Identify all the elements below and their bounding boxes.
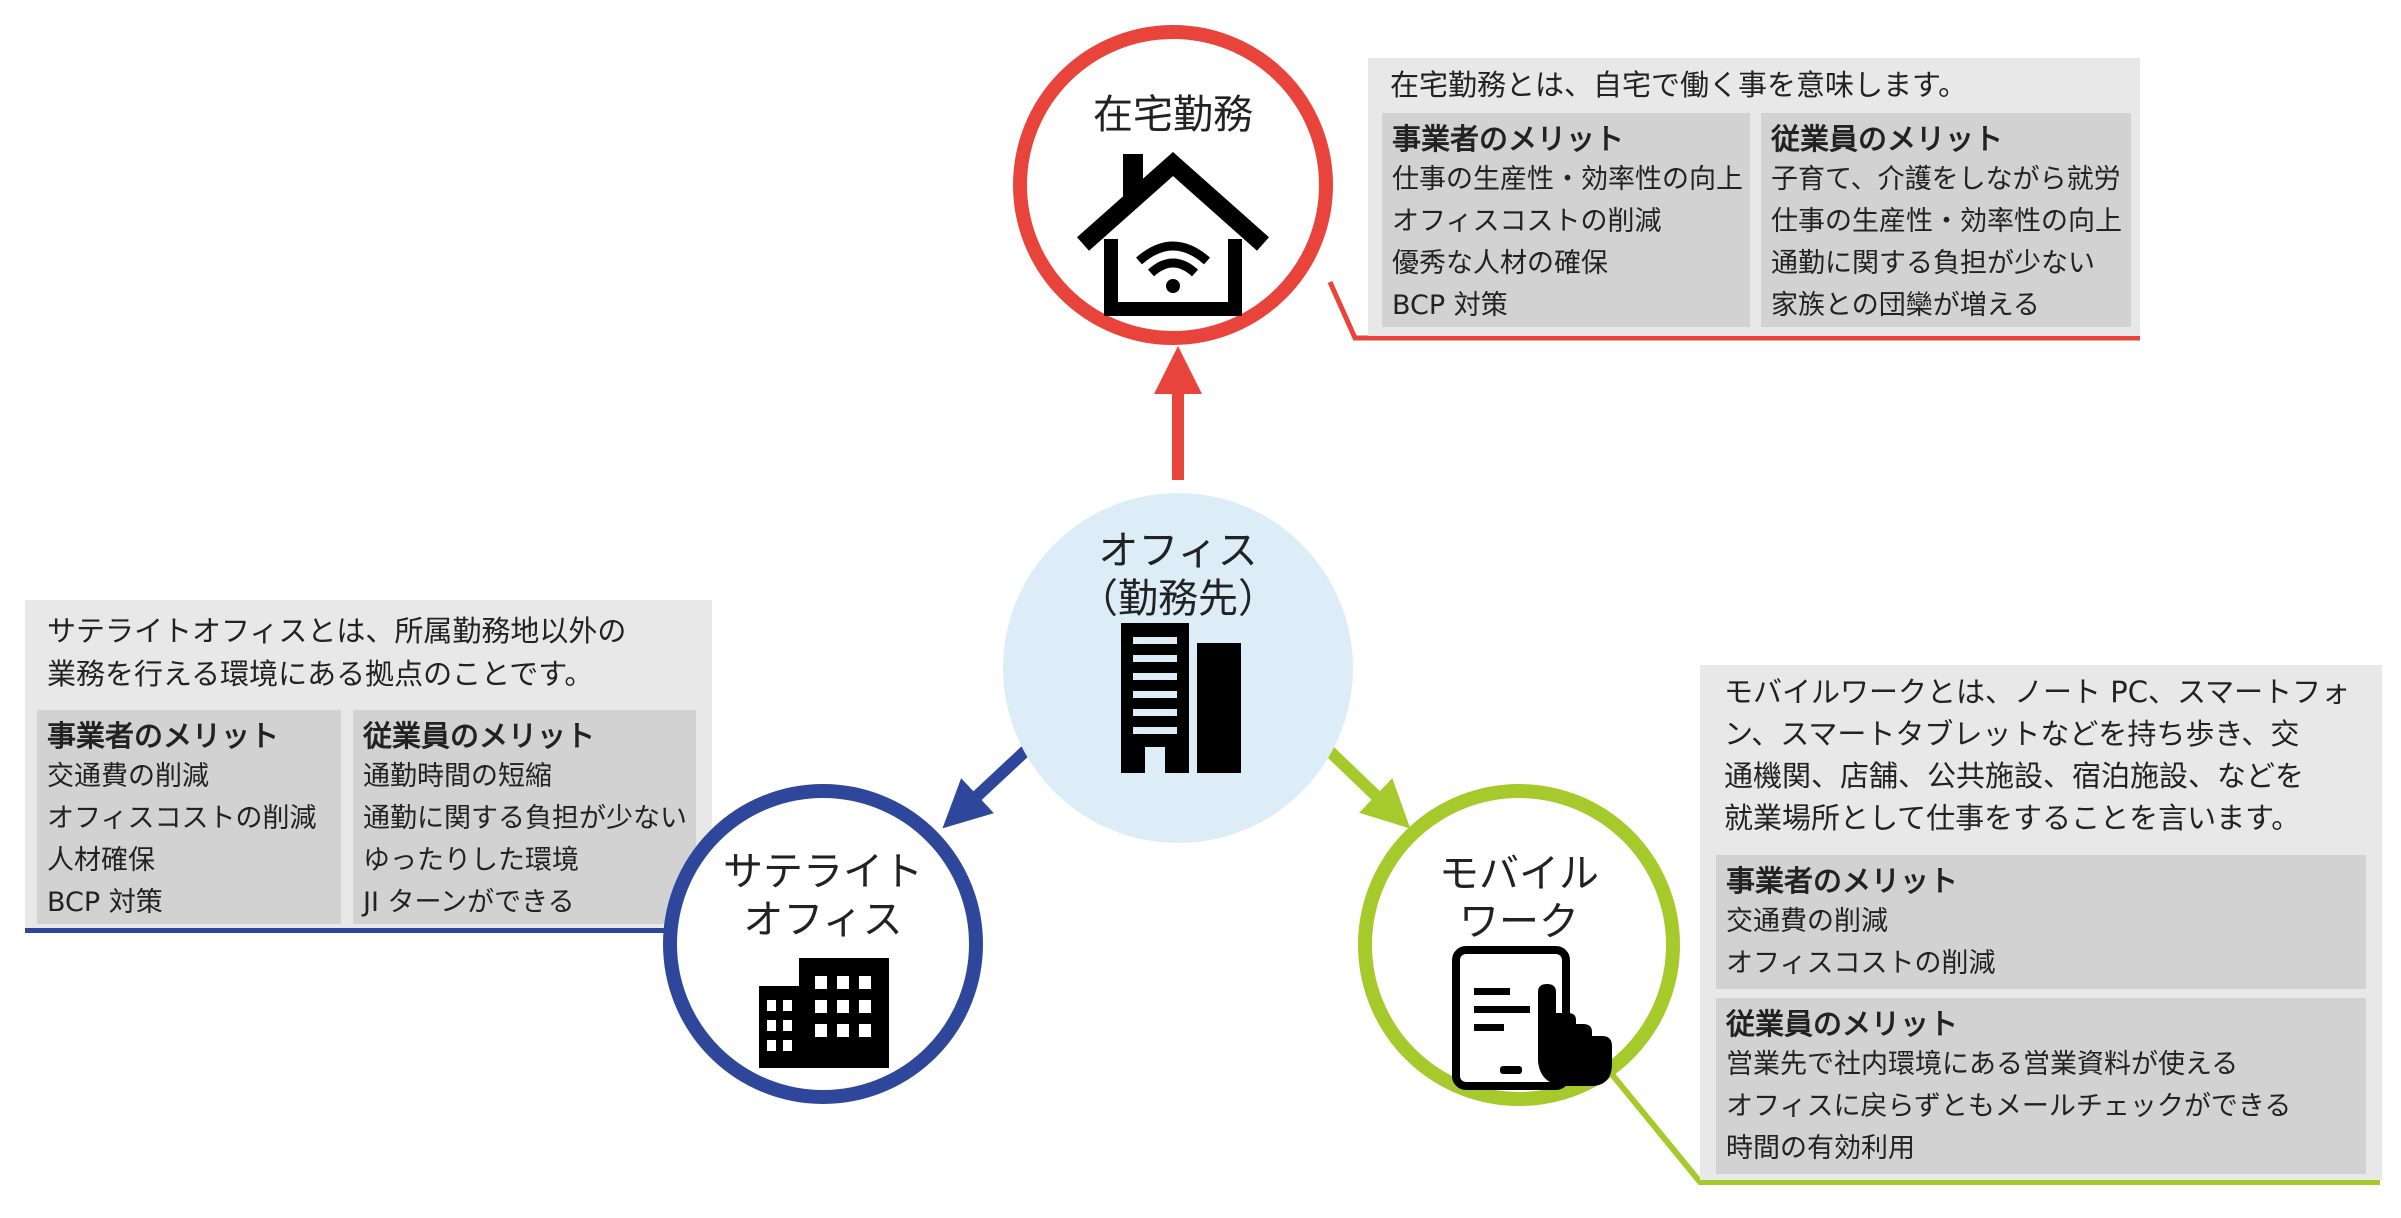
mobile-employee-box: 従業員のメリット 営業先で社内環境にある営業資料が使える オフィスに戻らずともメ… [1716,998,2366,1174]
list-item: 通勤に関する負担が少ない [363,803,687,834]
list-item: 営業先で社内環境にある営業資料が使える [1726,1049,2239,1080]
satellite-title-line1: サテライト [723,849,923,895]
list-item: 家族との団欒が増える [1771,290,2040,321]
satellite-employer-box: 事業者のメリット 交通費の削減 オフィスコストの削減 人材確保 BCP 対策 [37,710,341,924]
satellite-employee-heading: 従業員のメリット [363,719,596,753]
telework-leader-line [1327,280,2140,341]
mobile-title-line2: ワーク [1459,899,1579,945]
office-title-line1: オフィス [1098,528,1258,574]
list-item: 人材確保 [47,845,155,876]
arrow-to-mobile [1315,737,1411,829]
list-item: 仕事の生産性・効率性の向上 [1392,164,1743,195]
list-item: ゆったりした環境 [363,845,579,876]
telework-employer-box: 事業者のメリット 仕事の生産性・効率性の向上 オフィスコストの削減 優秀な人材の… [1382,113,1750,327]
satellite-node: サテライト オフィス [663,784,983,1104]
list-item: BCP 対策 [47,887,163,918]
mobile-intro-line3: 通機関、店舗、公共施設、宿泊施設、などを [1724,759,2305,793]
home-wifi-icon [1077,151,1269,316]
building-icon [759,958,889,1068]
telework-intro: 在宅勤務とは、自宅で働く事を意味します。 [1390,68,1968,102]
mobile-intro-line2: ン、スマートタブレットなどを持ち歩き、交 [1724,717,2300,751]
list-item: 時間の有効利用 [1726,1133,1915,1164]
mobile-intro-line4: 就業場所として仕事をすることを言います。 [1724,801,2301,835]
list-item: 交通費の削減 [1726,906,1888,937]
list-item: オフィスコストの削減 [47,803,317,834]
satellite-intro-line1: サテライトオフィスとは、所属勤務地以外の [47,614,627,648]
list-item: オフィスコストの削減 [1726,948,1996,979]
satellite-panel: サテライトオフィスとは、所属勤務地以外の 業務を行える環境にある拠点のことです。… [25,600,712,928]
telework-employee-box: 従業員のメリット 子育て、介護をしながら就労 仕事の生産性・効率性の向上 通勤に… [1761,113,2131,327]
satellite-employee-box: 従業員のメリット 通勤時間の短縮 通勤に関する負担が少ない ゆったりした環境 J… [353,710,696,924]
satellite-employer-heading: 事業者のメリット [47,719,280,753]
satellite-title-line2: オフィス [743,897,903,943]
mobile-employer-box: 事業者のメリット 交通費の削減 オフィスコストの削減 [1716,855,2366,989]
telework-employee-heading: 従業員のメリット [1771,122,2004,156]
list-item: 交通費の削減 [47,761,209,792]
mobile-employer-heading: 事業者のメリット [1726,864,1959,898]
list-item: オフィスに戻らずともメールチェックができる [1726,1091,2292,1122]
list-item: BCP 対策 [1392,290,1508,321]
list-item: 優秀な人材の確保 [1392,248,1608,279]
mobile-intro-line1: モバイルワークとは、ノート PC、スマートフォ [1724,675,2351,709]
telework-panel: 在宅勤務とは、自宅で働く事を意味します。 事業者のメリット 仕事の生産性・効率性… [1368,58,2140,336]
telework-employer-heading: 事業者のメリット [1392,122,1625,156]
mobile-panel: モバイルワークとは、ノート PC、スマートフォ ン、スマートタブレットなどを持ち… [1700,665,2382,1180]
satellite-intro-line2: 業務を行える環境にある拠点のことです。 [47,657,594,691]
tablet-touch-icon [1452,946,1612,1090]
mobile-node: モバイル ワーク [1358,784,1680,1106]
list-item: 子育て、介護をしながら就労 [1771,164,2121,195]
list-item: 通勤に関する負担が少ない [1771,248,2095,279]
telework-node: 在宅勤務 [1013,25,1333,345]
mobile-title-line1: モバイル [1439,851,1599,897]
list-item: オフィスコストの削減 [1392,206,1662,237]
mobile-employee-heading: 従業員のメリット [1726,1007,1959,1041]
mobile-leader-line [1607,1070,2380,1185]
arrow-to-satellite [942,737,1040,829]
list-item: 通勤時間の短縮 [363,761,552,792]
list-item: 仕事の生産性・効率性の向上 [1771,206,2122,237]
office-building-icon [1121,623,1241,773]
office-node: オフィス （勤務先） [1003,493,1353,843]
telework-title: 在宅勤務 [1093,92,1253,138]
office-title-line2: （勤務先） [1078,576,1278,622]
list-item: JI ターンができる [363,887,575,918]
